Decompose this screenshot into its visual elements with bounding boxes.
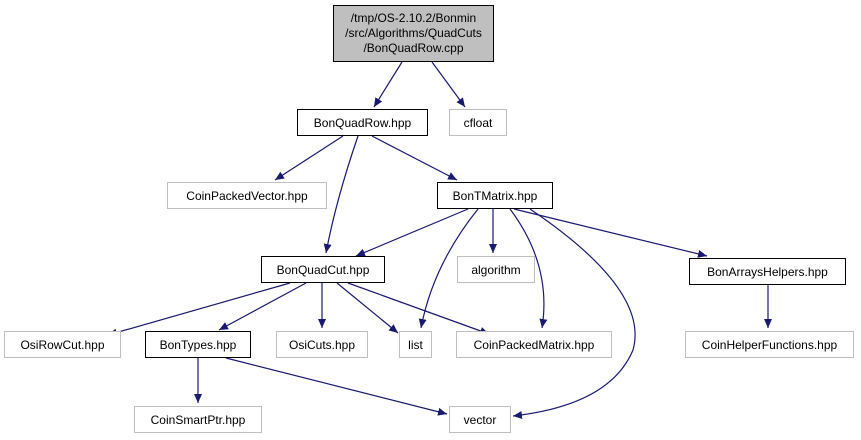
node-coinpackedmatrix-hpp: CoinPackedMatrix.hpp (456, 331, 612, 358)
edge-bonquadrow-to-bontmatrix (371, 135, 458, 181)
node-coinpackedvector-hpp: CoinPackedVector.hpp (167, 182, 327, 209)
edge-bonquadrow-to-coinpackedvector (274, 135, 344, 181)
node-bonquadrow-hpp[interactable]: BonQuadRow.hpp (297, 109, 428, 136)
node-bonquadcut-hpp[interactable]: BonQuadCut.hpp (261, 256, 385, 283)
node-cfloat: cfloat (449, 109, 507, 136)
edge-root-to-bonquadrow (373, 61, 403, 108)
node-bontypes-hpp[interactable]: BonTypes.hpp (145, 331, 251, 358)
node-osicuts-hpp: OsiCuts.hpp (276, 331, 368, 358)
node-coinsmartptr-hpp: CoinSmartPtr.hpp (134, 406, 262, 433)
node-bontmatrix-hpp[interactable]: BonTMatrix.hpp (437, 182, 553, 209)
node-vector: vector (449, 406, 511, 433)
edge-bonquadcut-to-bontypes (218, 282, 307, 331)
edge-bonquadcut-to-list (336, 282, 399, 334)
edge-bonquadrow-to-bonquadcut (323, 135, 359, 254)
root-path-line-3: /BonQuadRow.cpp (363, 41, 464, 55)
edge-bonquadcut-to-coinpackedmatrix (347, 282, 490, 335)
edge-bontmatrix-to-list (418, 208, 479, 329)
edge-bontmatrix-to-vector (512, 208, 636, 419)
node-osirowcut-hpp: OsiRowCut.hpp (4, 331, 121, 358)
edge-bontypes-to-vector (225, 357, 448, 416)
edge-root-to-cfloat (431, 61, 466, 108)
edge-bontmatrix-to-bonarrayshelpers (513, 208, 708, 258)
node-coinhelperfunctions-hpp: CoinHelperFunctions.hpp (685, 331, 854, 358)
edge-bonquadcut-to-osirowcut (107, 282, 291, 337)
node-bonarrayshelpers-hpp[interactable]: BonArraysHelpers.hpp (689, 258, 846, 285)
root-path-line-2: /src/Algorithms/QuadCuts (345, 26, 482, 40)
root-path-line-1: /tmp/OS-2.10.2/Bonmin (350, 11, 477, 25)
edge-bontmatrix-to-bonquadcut (355, 208, 469, 257)
node-list: list (399, 331, 432, 358)
edge-bontmatrix-to-coinpackedmatrix (509, 208, 548, 329)
node-algorithm: algorithm (457, 256, 535, 283)
root-file-node[interactable]: /tmp/OS-2.10.2/Bonmin /src/Algorithms/Qu… (333, 5, 494, 62)
